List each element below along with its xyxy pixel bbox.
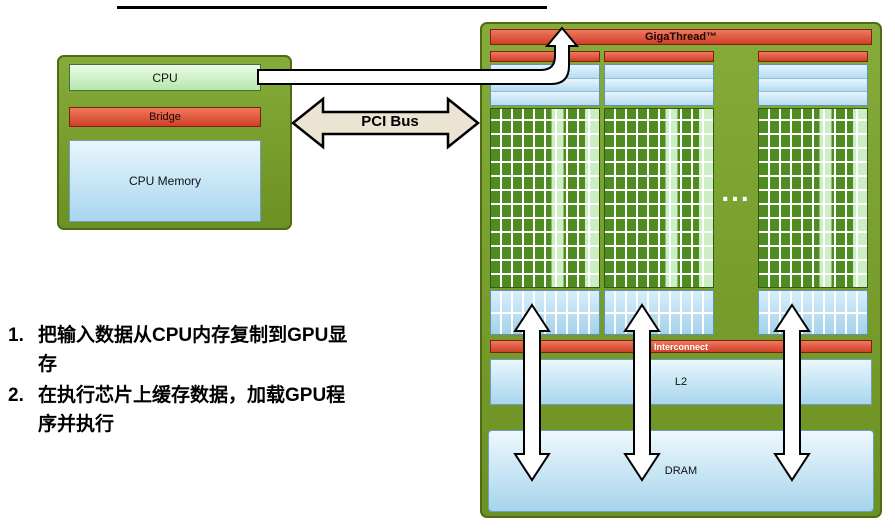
sm-ellipsis: ... — [721, 176, 751, 207]
gpu-block: GigaThread™ ... Interconnect L2 — [480, 22, 882, 518]
steps-list: 1. 把输入数据从CPU内存复制到GPU显存 2. 在执行芯片上缓存数据，加载G… — [8, 322, 438, 442]
step-item: 1. 把输入数据从CPU内存复制到GPU显存 — [8, 322, 438, 379]
sm-register-band — [604, 290, 714, 335]
cpu-memory-label: CPU Memory — [128, 174, 201, 188]
gpu-sm-column — [604, 51, 714, 335]
interconnect-label: Interconnect — [653, 341, 708, 352]
sm-register-band — [490, 290, 600, 335]
cpu-memory: CPU Memory — [69, 140, 261, 222]
gpu-sm-column — [758, 51, 868, 335]
sm-cache-rows — [758, 64, 868, 106]
bridge-label: Bridge — [149, 111, 181, 123]
l2-cache: L2 — [490, 359, 872, 405]
bridge-bar: Bridge — [69, 107, 261, 127]
cpu-block: CPU Bridge CPU Memory — [57, 55, 292, 230]
sm-cache-rows — [604, 64, 714, 106]
step-number: 2. — [8, 385, 24, 406]
title-underline — [117, 6, 547, 9]
gigathread-bar: GigaThread™ — [490, 29, 872, 45]
dram: DRAM — [488, 430, 874, 512]
pci-bus-label: PCI Bus — [361, 113, 419, 130]
sm-core-grid — [490, 108, 600, 288]
step-item: 2. 在执行芯片上缓存数据，加载GPU程序并执行 — [8, 382, 438, 439]
sm-scheduler-bar — [490, 51, 600, 62]
sm-core-grid — [604, 108, 714, 288]
sm-scheduler-bar — [758, 51, 868, 62]
interconnect-bar: Interconnect — [490, 340, 872, 353]
dram-label: DRAM — [664, 465, 698, 477]
cpu-label-bar: CPU — [69, 64, 261, 91]
step-number: 1. — [8, 325, 24, 346]
step-text: 把输入数据从CPU内存复制到GPU显存 — [38, 325, 348, 375]
cpu-label: CPU — [152, 70, 178, 85]
gigathread-label: GigaThread™ — [644, 31, 718, 43]
gpu-sm-column — [490, 51, 600, 335]
sm-register-band — [758, 290, 868, 335]
sm-core-grid — [758, 108, 868, 288]
sm-scheduler-bar — [604, 51, 714, 62]
sm-cache-rows — [490, 64, 600, 106]
step-text: 在执行芯片上缓存数据，加载GPU程序并执行 — [38, 385, 346, 435]
l2-label: L2 — [674, 376, 688, 388]
